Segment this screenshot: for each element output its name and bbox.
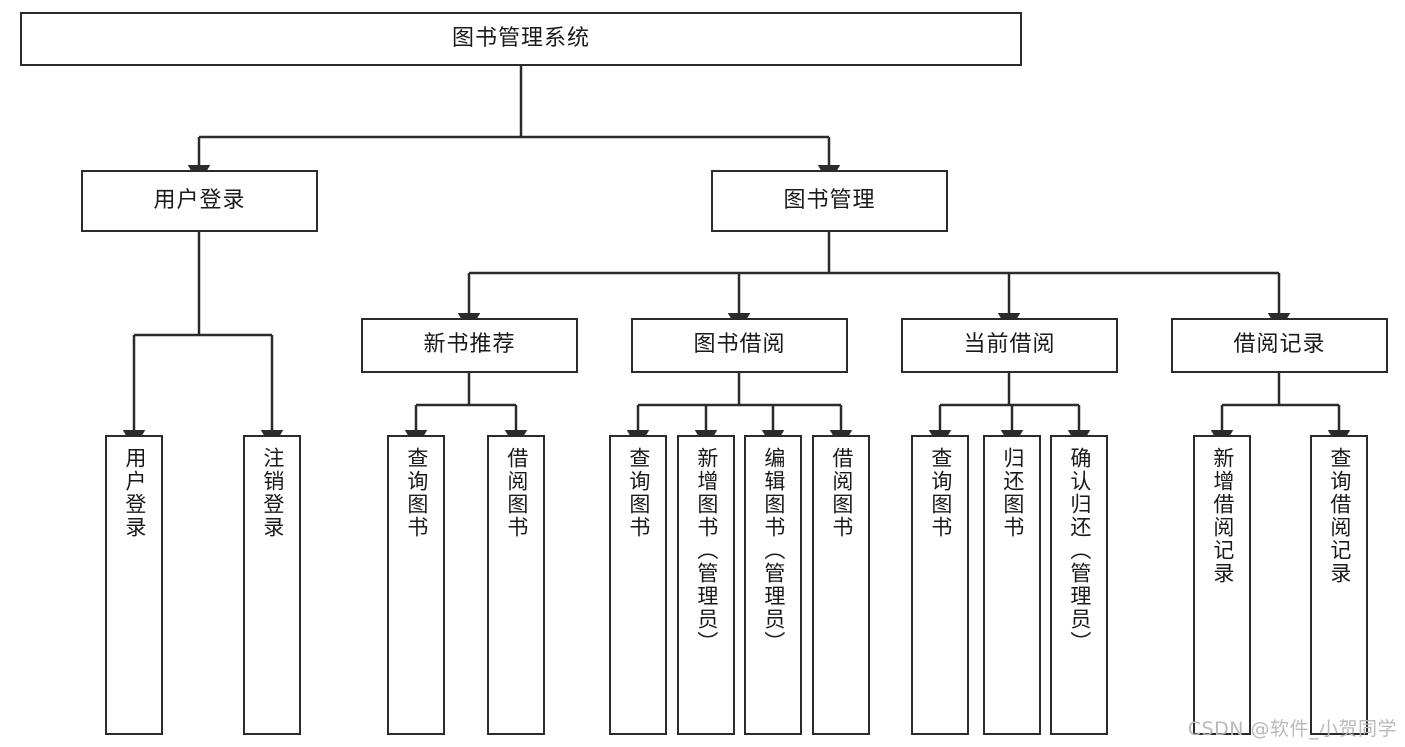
- node-leaf-return-book[interactable]: 归还图书: [983, 435, 1041, 735]
- node-leaf-user-logout[interactable]: 注销登录: [243, 435, 301, 735]
- node-leaf-query-book-current-label: 查询图书: [928, 447, 953, 539]
- node-leaf-borrow-book-recommend-label: 借阅图书: [504, 447, 529, 539]
- node-leaf-confirm-return-admin[interactable]: 确认归还（管理员）: [1050, 435, 1108, 735]
- node-borrow-record[interactable]: 借阅记录: [1171, 318, 1388, 373]
- node-user-login-label: 用户登录: [153, 187, 246, 213]
- node-leaf-user-login[interactable]: 用户登录: [105, 435, 163, 735]
- node-leaf-add-book-admin-label: 新增图书（管理员）: [694, 447, 719, 654]
- node-book-management[interactable]: 图书管理: [711, 170, 948, 232]
- node-leaf-borrow-book[interactable]: 借阅图书: [812, 435, 870, 735]
- node-leaf-user-login-label: 用户登录: [122, 447, 147, 539]
- node-leaf-return-book-label: 归还图书: [1000, 447, 1025, 539]
- node-leaf-user-logout-label: 注销登录: [260, 447, 285, 539]
- node-borrow-record-label: 借阅记录: [1233, 332, 1326, 358]
- node-leaf-add-borrow-record-label: 新增借阅记录: [1210, 447, 1235, 585]
- node-leaf-query-book-borrow-label: 查询图书: [626, 447, 651, 539]
- node-leaf-edit-book-admin-label: 编辑图书（管理员）: [761, 447, 786, 654]
- node-book-borrow[interactable]: 图书借阅: [631, 318, 848, 373]
- node-book-management-label: 图书管理: [783, 187, 876, 213]
- node-leaf-borrow-book-label: 借阅图书: [829, 447, 854, 539]
- node-user-login[interactable]: 用户登录: [81, 170, 318, 232]
- node-leaf-query-book-borrow[interactable]: 查询图书: [609, 435, 667, 735]
- node-root-label: 图书管理系统: [451, 25, 590, 51]
- node-current-borrow[interactable]: 当前借阅: [901, 318, 1118, 373]
- node-current-borrow-label: 当前借阅: [963, 332, 1056, 358]
- node-new-book-recommend-label: 新书推荐: [423, 332, 516, 358]
- node-leaf-query-borrow-record[interactable]: 查询借阅记录: [1310, 435, 1368, 735]
- node-leaf-confirm-return-admin-label: 确认归还（管理员）: [1067, 447, 1092, 654]
- node-leaf-add-borrow-record[interactable]: 新增借阅记录: [1193, 435, 1251, 735]
- node-leaf-add-book-admin[interactable]: 新增图书（管理员）: [677, 435, 735, 735]
- node-leaf-query-book-current[interactable]: 查询图书: [911, 435, 969, 735]
- node-root[interactable]: 图书管理系统: [20, 12, 1022, 66]
- node-leaf-query-borrow-record-label: 查询借阅记录: [1327, 447, 1352, 585]
- csdn-watermark: CSDN @软件_小贺同学: [1187, 718, 1397, 740]
- node-leaf-borrow-book-recommend[interactable]: 借阅图书: [487, 435, 545, 735]
- node-leaf-query-book-recommend-label: 查询图书: [404, 447, 429, 539]
- node-leaf-edit-book-admin[interactable]: 编辑图书（管理员）: [744, 435, 802, 735]
- node-new-book-recommend[interactable]: 新书推荐: [361, 318, 578, 373]
- node-leaf-query-book-recommend[interactable]: 查询图书: [387, 435, 445, 735]
- node-book-borrow-label: 图书借阅: [693, 332, 786, 358]
